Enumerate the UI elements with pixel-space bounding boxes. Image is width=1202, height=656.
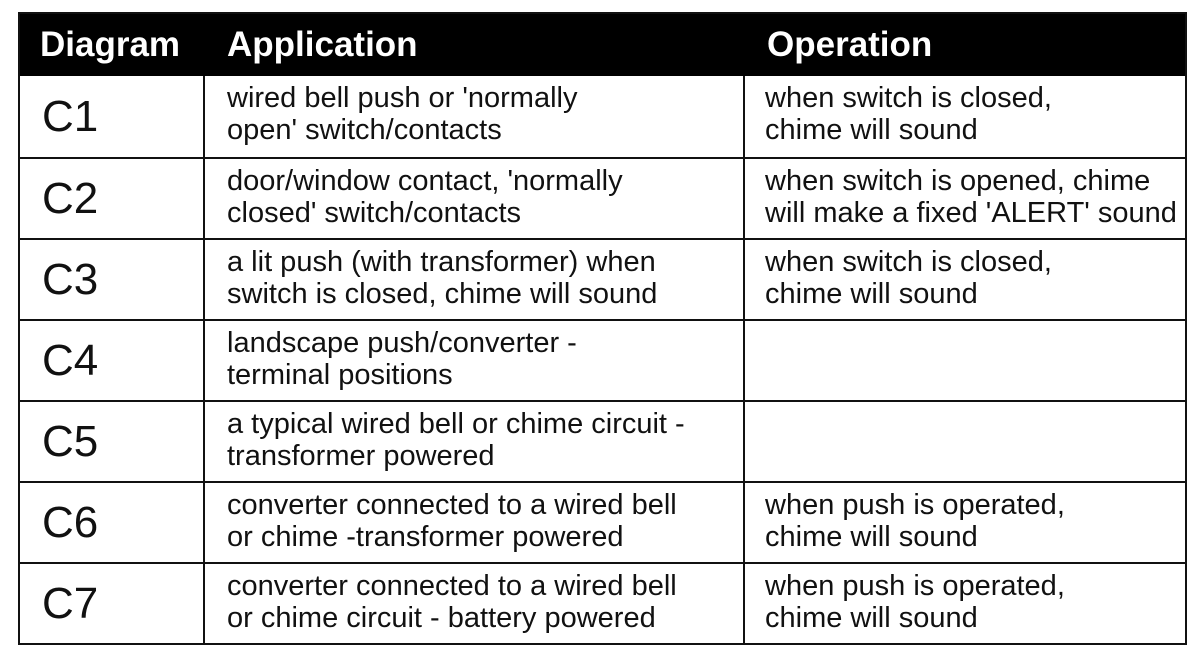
application-cell: wired bell push or 'normally open' switc… — [205, 76, 745, 157]
table-header: Diagram Application Operation — [20, 14, 1185, 76]
table-row: C3 a lit push (with transformer) when sw… — [20, 238, 1185, 319]
wiring-table: Diagram Application Operation C1 wired b… — [18, 12, 1187, 645]
table-row: C6 converter connected to a wired bell o… — [20, 481, 1185, 562]
header-operation: Operation — [767, 25, 933, 64]
application-cell: landscape push/converter - terminal posi… — [205, 321, 745, 400]
application-cell: a typical wired bell or chime circuit - … — [205, 402, 745, 481]
diagram-cell: C3 — [20, 240, 205, 319]
application-cell: a lit push (with transformer) when switc… — [205, 240, 745, 319]
application-cell: converter connected to a wired bell or c… — [205, 564, 745, 643]
diagram-cell: C5 — [20, 402, 205, 481]
table-body: C1 wired bell push or 'normally open' sw… — [20, 76, 1185, 643]
operation-cell: when push is operated, chime will sound — [765, 489, 1065, 553]
diagram-cell: C2 — [20, 159, 205, 238]
header-diagram: Diagram — [40, 25, 181, 64]
diagram-cell: C1 — [20, 76, 205, 157]
table-row: C5 a typical wired bell or chime circuit… — [20, 400, 1185, 481]
table-row: C1 wired bell push or 'normally open' sw… — [20, 76, 1185, 157]
header-application: Application — [227, 25, 418, 64]
operation-cell — [745, 402, 1185, 481]
operation-cell: when switch is closed, chime will sound — [765, 246, 1052, 310]
table-row: C4 landscape push/converter - terminal p… — [20, 319, 1185, 400]
table-row: C7 converter connected to a wired bell o… — [20, 562, 1185, 643]
diagram-cell: C7 — [20, 564, 205, 643]
operation-cell: when switch is closed, chime will sound — [765, 82, 1052, 146]
operation-cell: when push is operated, chime will sound — [765, 570, 1065, 634]
table-row: C2 door/window contact, 'normally closed… — [20, 157, 1185, 238]
diagram-cell: C4 — [20, 321, 205, 400]
operation-cell: when switch is opened, chime will make a… — [765, 165, 1177, 229]
application-cell: door/window contact, 'normally closed' s… — [205, 159, 745, 238]
operation-cell — [745, 321, 1185, 400]
diagram-cell: C6 — [20, 483, 205, 562]
application-cell: converter connected to a wired bell or c… — [205, 483, 745, 562]
